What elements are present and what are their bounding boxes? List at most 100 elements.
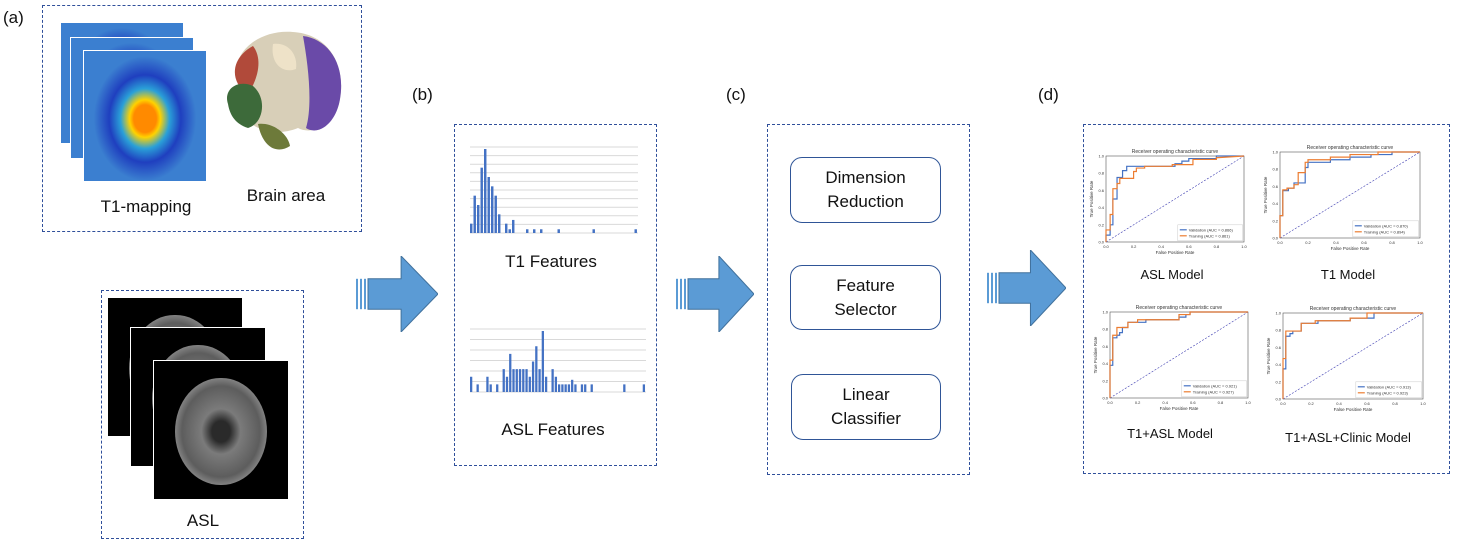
histogram-bar [473, 195, 476, 233]
y-tick-label: 0.8 [1272, 167, 1278, 172]
validation-curve [1279, 151, 1420, 238]
panel-b-box [454, 124, 657, 466]
y-tick-label: 0.0 [1275, 397, 1281, 402]
panel-a-box [42, 5, 362, 232]
chance-line [1109, 311, 1249, 399]
histogram-bar [522, 369, 525, 392]
x-tick-label: 1.0 [1420, 401, 1426, 406]
x-tick-label: 0.8 [1214, 244, 1220, 249]
x-tick-label: 0.6 [1186, 244, 1192, 249]
x-tick-label: 1.0 [1245, 400, 1251, 405]
t1-feature-histogram [470, 146, 638, 234]
histogram-bar [477, 205, 480, 233]
x-tick-label: 0.0 [1103, 244, 1109, 249]
histogram-bar [470, 223, 473, 233]
feature-selector-step: Feature Selector [790, 265, 941, 330]
histogram-bar [584, 384, 587, 392]
roc-caption-t1-asl-clinic: T1+ASL+Clinic Model [1285, 430, 1411, 445]
arrow-right-icon [356, 256, 438, 332]
x-tick-label: 0.0 [1107, 400, 1113, 405]
histogram-bar [541, 331, 544, 392]
panel-label-b: (b) [412, 85, 433, 104]
panel-label-d: (d) [1038, 85, 1059, 104]
y-tick-label: 0.4 [1098, 205, 1104, 210]
legend-box [1181, 380, 1247, 398]
x-tick-label: 0.4 [1333, 240, 1339, 245]
y-tick-label: 0.6 [1275, 345, 1281, 350]
roc-title: Receiver operating characteristic curve [1307, 145, 1394, 151]
y-tick-label: 0.2 [1102, 378, 1108, 383]
histogram-bar [567, 384, 571, 392]
y-tick-label: 0.0 [1102, 396, 1108, 401]
asl-features-caption: ASL Features [501, 420, 605, 439]
validation-curve [1105, 155, 1244, 242]
x-tick-label: 0.6 [1190, 400, 1196, 405]
arrow-shape [998, 250, 1066, 326]
histogram-bar [634, 229, 637, 233]
asl-box [101, 290, 304, 539]
x-tick-label: 0.8 [1389, 240, 1395, 245]
histogram-bar [525, 369, 528, 392]
training-curve [1282, 312, 1423, 399]
y-tick-label: 1.0 [1102, 310, 1108, 315]
arrow-right-icon [676, 256, 754, 332]
histogram-bar [558, 384, 561, 392]
histogram-bar [515, 369, 518, 392]
x-tick-label: 0.6 [1364, 401, 1370, 406]
legend-training: Training (AUC = 0.923) [1367, 390, 1409, 395]
histogram-bar [496, 384, 499, 392]
roc-title: Receiver operating characteristic curve [1310, 306, 1397, 312]
chance-line [1105, 155, 1245, 243]
histogram-bar [590, 384, 593, 392]
legend-validation: Validation (AUC = 0.870) [1364, 223, 1409, 228]
x-tick-label: 0.6 [1361, 240, 1367, 245]
y-tick-label: 0.2 [1098, 222, 1104, 227]
histogram-bar [526, 229, 529, 233]
histogram-bar [580, 384, 584, 392]
y-tick-label: 0.6 [1102, 344, 1108, 349]
roc-chart-t1-asl: Receiver operating characteristic curve0… [1093, 305, 1252, 411]
panel-label-c: (c) [726, 85, 746, 104]
histogram-bar [491, 186, 494, 233]
y-tick-label: 0.6 [1098, 188, 1104, 193]
roc-chart-asl: Receiver operating characteristic curve0… [1089, 149, 1248, 255]
y-tick-label: 0.8 [1275, 328, 1281, 333]
histogram-bar [509, 353, 512, 392]
histogram-bar [498, 214, 501, 233]
histogram-bar [561, 384, 564, 392]
histogram-bar [505, 223, 508, 233]
histogram-bar [487, 177, 490, 233]
arrow-shape [367, 256, 438, 332]
chance-line [1279, 151, 1421, 239]
legend-training: Training (AUC = 0.861) [1189, 233, 1231, 238]
y-tick-label: 0.0 [1272, 236, 1278, 241]
histogram-bar [476, 384, 479, 392]
histogram-bar [518, 369, 522, 392]
roc-caption-t1-asl: T1+ASL Model [1127, 426, 1213, 441]
x-tick-label: 1.0 [1417, 240, 1423, 245]
histogram-bar [489, 384, 492, 392]
x-axis-label: False Positive Rate [1160, 406, 1199, 411]
histogram-bar [470, 376, 473, 392]
histogram-bar [551, 369, 554, 392]
legend-validation: Validation (AUC = 0.921) [1193, 383, 1238, 388]
asl-feature-histogram [470, 328, 646, 393]
x-tick-label: 0.0 [1277, 240, 1283, 245]
step-label: Dimension Reduction [825, 168, 906, 211]
y-tick-label: 0.2 [1275, 379, 1281, 384]
chance-line [1282, 312, 1424, 400]
legend-validation: Validation (AUC = 0.866) [1189, 227, 1234, 232]
brain-area-caption: Brain area [246, 186, 326, 205]
y-axis-label: True Positive Rate [1093, 336, 1098, 373]
t1-mapping-caption: T1-mapping [100, 197, 192, 216]
histogram-bar [508, 229, 511, 233]
histogram-bar [544, 376, 548, 392]
histogram-bar [571, 379, 574, 392]
histogram-bar [557, 229, 560, 233]
y-tick-label: 0.4 [1275, 362, 1281, 367]
roc-chart-t1-asl-clinic: Receiver operating characteristic curve 0… [1266, 306, 1427, 412]
histogram-bar [538, 369, 541, 392]
histogram-bar [554, 376, 558, 392]
brain-area-image [227, 31, 342, 150]
